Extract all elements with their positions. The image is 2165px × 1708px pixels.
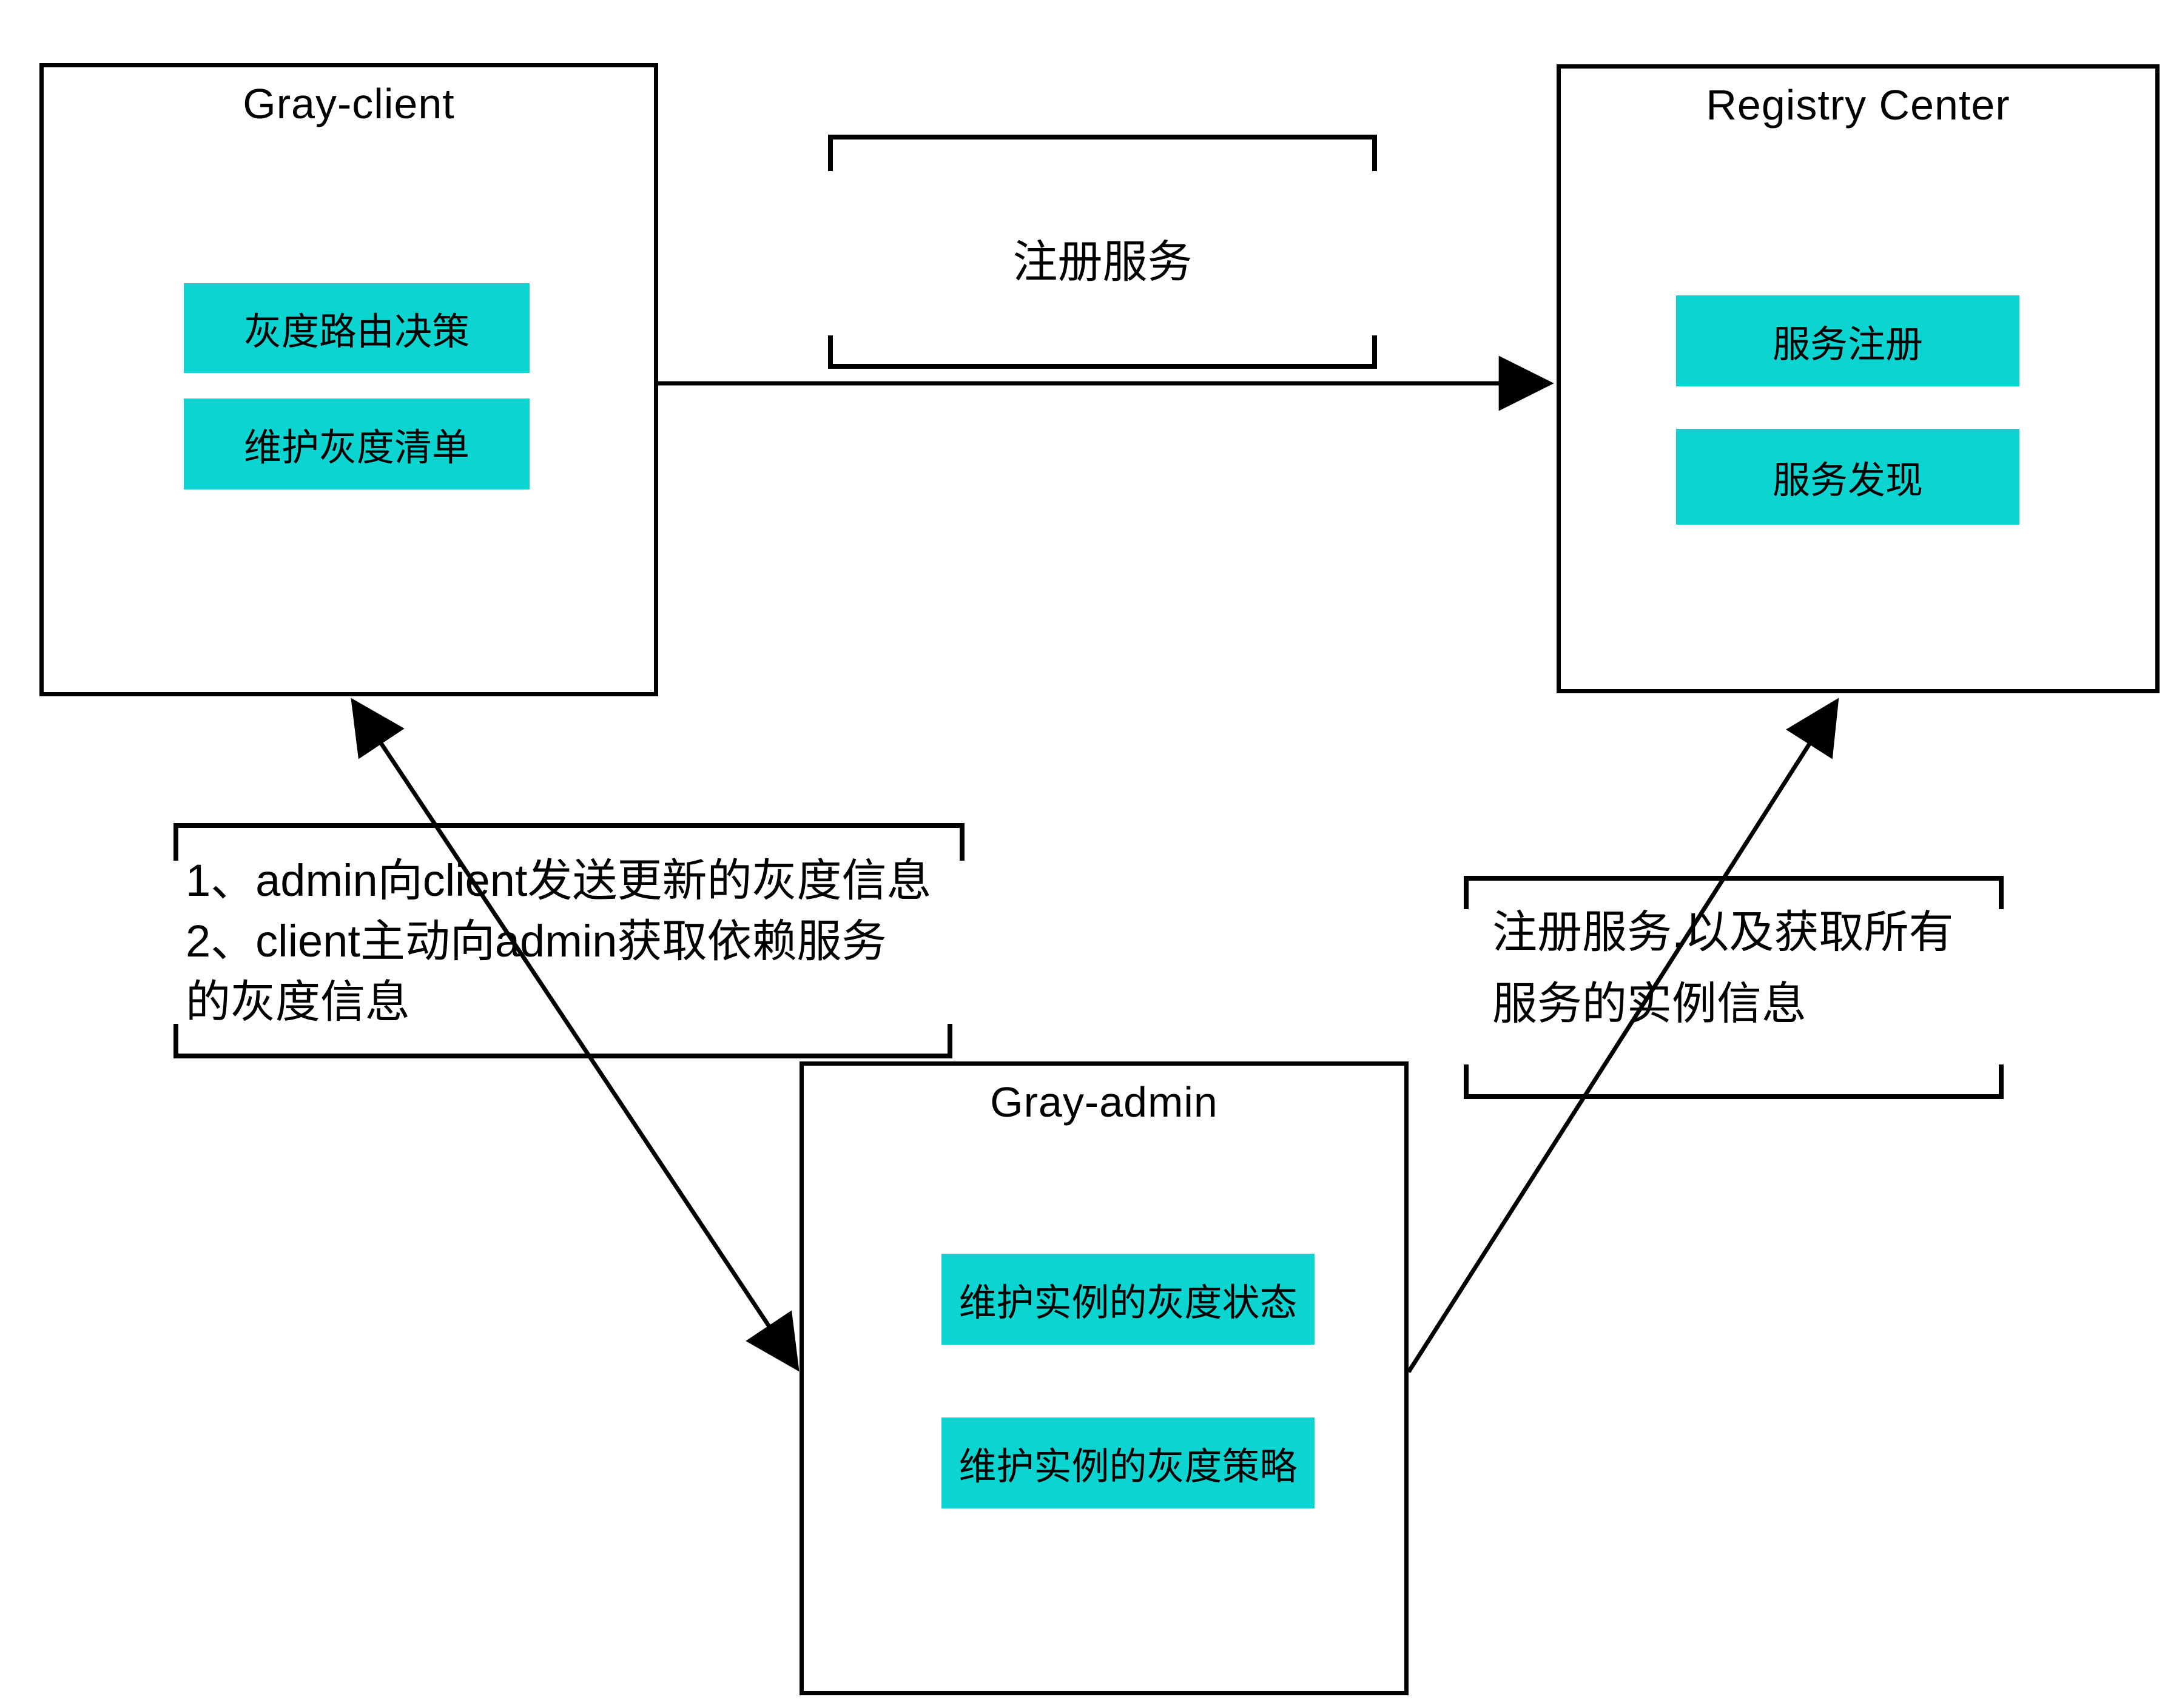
registry-item-register: 服务注册 xyxy=(1676,295,2019,386)
register-service-label: 注册服务 xyxy=(1012,237,1193,287)
register-service-bracket-top xyxy=(828,135,1377,171)
gray-admin-title: Gray-admin xyxy=(990,1078,1218,1126)
registry-center-box: Registry Center 服务注册 服务发现 xyxy=(1557,64,2160,693)
gray-admin-item-policy: 维护实例的灰度策略 xyxy=(941,1417,1315,1508)
gray-admin-item-status: 维护实例的灰度状态 xyxy=(941,1254,1315,1345)
gray-client-item-routing: 灰度路由决策 xyxy=(184,283,530,373)
registry-item-discovery: 服务发现 xyxy=(1676,429,2019,525)
client-admin-note-text: 1、admin向client发送更新的灰度信息 2、client主动向admin… xyxy=(186,855,932,1027)
client-admin-note-bracket-bottom xyxy=(173,1024,952,1058)
gray-client-item-list: 维护灰度清单 xyxy=(184,398,530,489)
gray-admin-box: Gray-admin 维护实例的灰度状态 维护实例的灰度策略 xyxy=(800,1061,1409,1695)
register-service-bracket-bottom xyxy=(828,335,1377,369)
registry-center-title: Registry Center xyxy=(1706,81,2010,129)
gray-client-title: Gray-client xyxy=(243,80,455,127)
gray-client-box: Gray-client 灰度路由决策 维护灰度清单 xyxy=(39,63,658,696)
registry-note-text: 注册服务,以及获取所有 服务的实例信息 xyxy=(1492,907,1954,1029)
registry-note-bracket-bottom xyxy=(1464,1064,2004,1099)
